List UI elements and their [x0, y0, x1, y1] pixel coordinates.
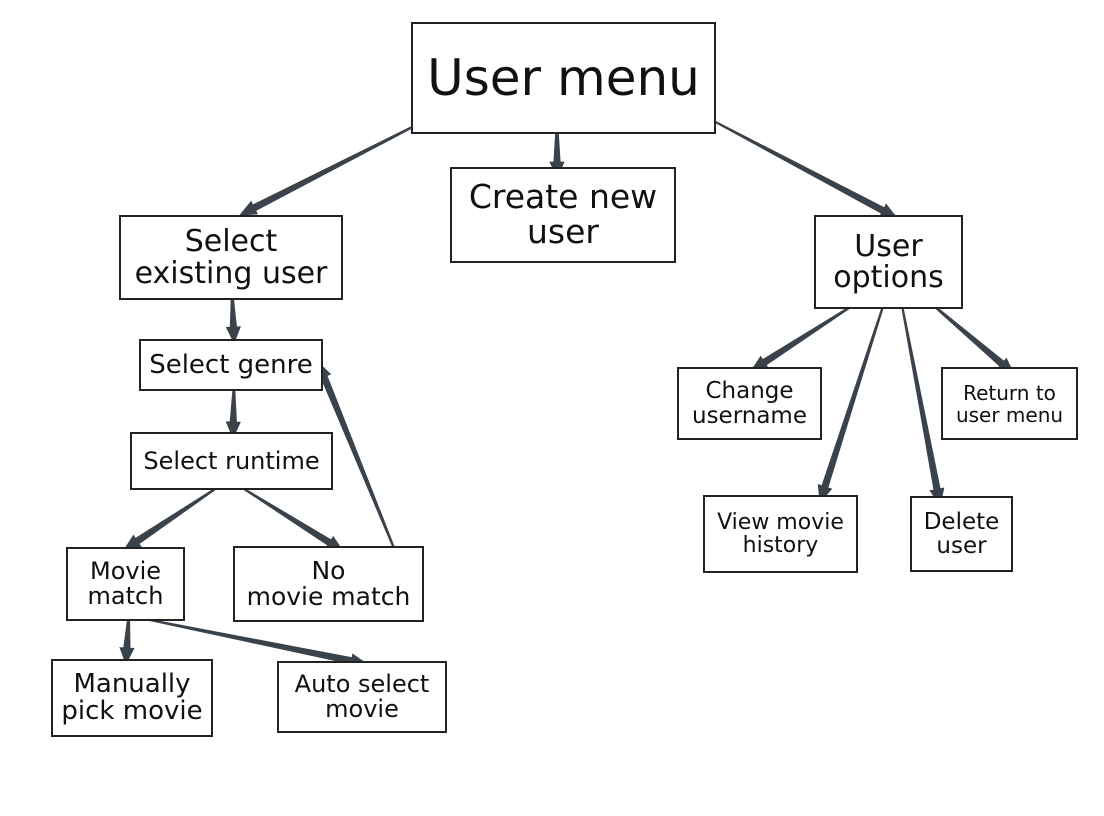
node-select-genre: Select genre	[139, 339, 323, 391]
arrow-root-to-user-options	[707, 116, 898, 219]
node-return-to-user-menu: Return to user menu	[941, 367, 1078, 440]
node-manually-pick-movie: Manually pick movie	[51, 659, 213, 737]
arrow-user-options-to-delete-user	[899, 299, 945, 506]
node-user-menu: User menu	[411, 22, 716, 134]
arrow-user-options-to-change-username	[750, 300, 859, 372]
node-user-options: User options	[814, 215, 963, 309]
node-movie-match: Movie match	[66, 547, 185, 621]
node-delete-user: Delete user	[910, 496, 1013, 572]
node-select-existing-user: Select existing user	[119, 215, 343, 300]
arrow-select-genre-to-select-runtime	[225, 382, 241, 439]
node-change-username: Change username	[677, 367, 822, 440]
arrow-user-options-to-return-to-menu	[926, 298, 1015, 375]
node-create-new-user: Create new user	[450, 167, 676, 263]
arrow-root-to-select-existing	[239, 116, 431, 216]
arrow-select-runtime-to-movie-match	[123, 483, 222, 551]
arrow-user-options-to-view-history	[817, 299, 887, 503]
node-auto-select-movie: Auto select movie	[277, 661, 447, 733]
node-select-runtime: Select runtime	[130, 432, 333, 490]
node-view-movie-history: View movie history	[703, 495, 858, 573]
arrow-select-runtime-to-no-movie-match	[240, 485, 344, 552]
node-no-movie-match: No movie match	[233, 546, 424, 622]
